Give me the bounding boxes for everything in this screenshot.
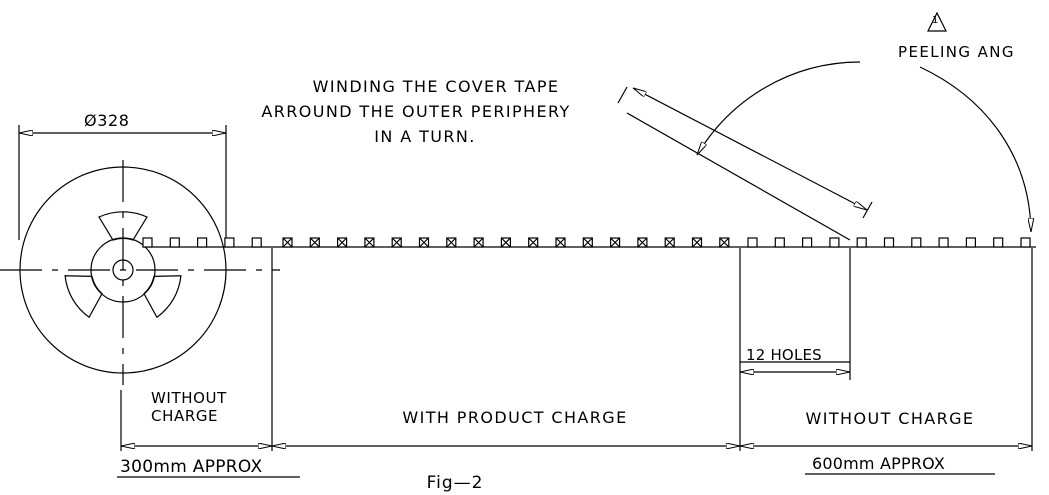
empty-pocket: [197, 237, 208, 248]
empty-pocket: [829, 237, 840, 248]
winding-note-line-2: ARROUND THE OUTER PERIPHERY: [261, 102, 571, 121]
reel-diameter-label: Ø328: [84, 111, 130, 130]
empty-pocket: [801, 237, 813, 248]
peeling-arc-left: [696, 61, 861, 155]
without-charge-left-line-2: CHARGE: [151, 407, 219, 425]
peeling-arc-right: [919, 66, 1031, 232]
without-charge-right-label: WITHOUT CHARGE: [805, 409, 975, 428]
figure-caption: Fig—2: [426, 473, 484, 493]
reel-spoke-cutouts: [64, 211, 182, 319]
empty-pocket: [883, 237, 895, 248]
with-product-charge-label: WITH PRODUCT CHARGE: [402, 408, 628, 427]
approx-600mm-label: 600mm APPROX: [812, 454, 946, 473]
empty-pocket: [965, 237, 977, 248]
cover-tape-dimension-line: [633, 87, 867, 211]
cover-tape-line: [626, 112, 851, 241]
empty-pocket: [856, 237, 867, 248]
empty-pocket: [911, 237, 922, 248]
tape-pockets: [142, 237, 1031, 248]
holes-label: 12 HOLES: [746, 346, 822, 364]
empty-pocket: [224, 237, 235, 248]
approx-300mm-label: 300mm APPROX: [120, 457, 263, 477]
peeling-marker: 1: [932, 15, 939, 26]
winding-note-line-1: WINDING THE COVER TAPE: [312, 77, 560, 96]
empty-pocket: [993, 237, 1004, 248]
winding-note-line-3: IN A TURN.: [374, 127, 476, 146]
empty-pocket: [747, 237, 758, 248]
empty-pocket: [251, 237, 262, 248]
empty-pocket: [1020, 237, 1031, 248]
empty-pocket: [774, 237, 785, 248]
peeling-angle-triangle: [927, 11, 947, 32]
empty-pocket: [938, 237, 949, 248]
without-charge-left-line-1: WITHOUT: [151, 389, 227, 407]
empty-pocket: [142, 237, 153, 248]
empty-pocket: [169, 237, 180, 248]
peeling-angle-label: PEELING ANG: [898, 43, 1015, 61]
